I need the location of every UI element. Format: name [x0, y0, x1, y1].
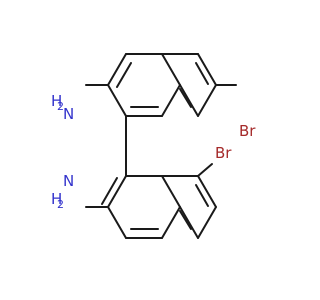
- bond: [195, 184, 209, 207]
- amine-h-count: 2: [57, 100, 64, 113]
- bond: [197, 175, 217, 208]
- bond: [107, 175, 127, 208]
- amine-h: H: [51, 92, 62, 110]
- amine-h: H: [51, 190, 62, 208]
- bond: [179, 84, 199, 117]
- bond: [195, 62, 209, 85]
- bond: [179, 210, 192, 230]
- bond: [161, 206, 181, 239]
- bond: [107, 53, 127, 86]
- bond: [107, 206, 127, 239]
- bond: [179, 88, 192, 108]
- top-bromine-label: Br: [239, 122, 256, 140]
- lower-naphthalene: [85, 163, 217, 239]
- bond: [197, 206, 217, 239]
- bottom-bromine-label: Br: [215, 144, 232, 162]
- structure-drawing: N H 2 N H 2 Br Br: [51, 53, 256, 239]
- bottom-amine-label: N H 2: [51, 172, 74, 211]
- bond: [161, 84, 181, 117]
- bond: [197, 84, 217, 117]
- bond: [101, 177, 118, 205]
- molecule-canvas: N H 2 N H 2 Br Br: [51, 53, 256, 239]
- bond: [197, 163, 213, 177]
- upper-naphthalene: [85, 53, 237, 117]
- top-amine-label: N H 2: [51, 92, 74, 123]
- amine-n: N: [63, 105, 74, 123]
- bond: [197, 53, 217, 86]
- bond: [107, 84, 127, 117]
- bond: [179, 206, 199, 239]
- amine-h-count: 2: [57, 198, 64, 211]
- bond: [161, 175, 181, 208]
- bond: [161, 53, 181, 86]
- bond: [116, 62, 132, 88]
- amine-n: N: [63, 172, 74, 190]
